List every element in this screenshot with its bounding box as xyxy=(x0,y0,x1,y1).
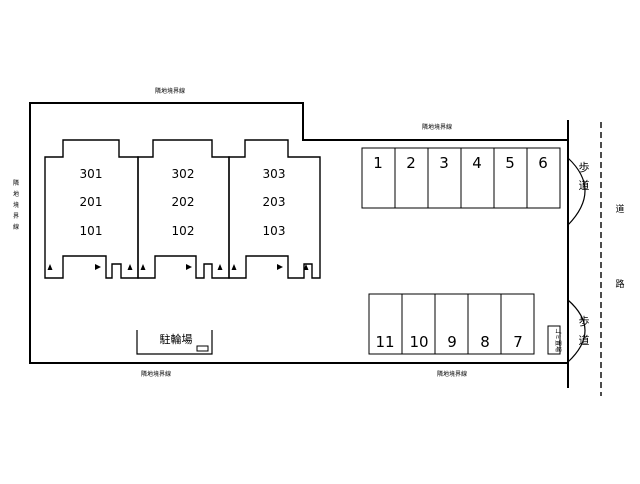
building-2: 302 202 102 xyxy=(137,139,230,279)
svg-text:地: 地 xyxy=(13,190,19,198)
building-1: 301 201 101 xyxy=(44,139,139,279)
svg-text:隣: 隣 xyxy=(13,179,19,187)
parking-number-3: 3 xyxy=(439,154,449,172)
parking-space-6 xyxy=(526,147,561,209)
road-label-2: 路 xyxy=(615,278,624,290)
building-1-arrow-up-right xyxy=(127,264,133,270)
boundary-label-bottom-left: 隣地境界線 xyxy=(141,370,171,378)
parking-space-7 xyxy=(500,293,535,355)
parking-number-10: 10 xyxy=(409,333,428,351)
parking-number-5: 5 xyxy=(505,154,515,172)
garbage-area: ゴミ置場 xyxy=(547,325,562,355)
unit-301: 301 xyxy=(80,167,103,181)
sidewalk-label-lower-1: 歩 xyxy=(579,314,590,328)
bicycle-parking-label: 駐輪場 xyxy=(160,332,193,346)
boundary-label-left: 隣 地 境 界 線 xyxy=(13,179,19,231)
property-boundary xyxy=(29,102,569,364)
sidewalk-label-lower-2: 道 xyxy=(579,333,590,347)
unit-101: 101 xyxy=(80,224,103,238)
garbage-area-box xyxy=(547,325,561,355)
parking-number-11: 11 xyxy=(375,333,394,351)
road: 道 路 xyxy=(600,122,625,396)
unit-303: 303 xyxy=(263,167,286,181)
sidewalk-label-upper-2: 道 xyxy=(579,178,590,192)
parking-number-2: 2 xyxy=(406,154,416,172)
sidewalk-entrance-upper xyxy=(567,157,586,226)
parking-number-9: 9 xyxy=(447,333,457,351)
sidewalk-entrance-lower xyxy=(567,299,586,363)
bicycle-parking-outline xyxy=(136,330,213,355)
building-1-arrow-right xyxy=(95,264,101,270)
building-1-outline xyxy=(44,139,139,279)
bicycle-parking: 駐輪場 xyxy=(136,330,213,355)
sidewalk: 歩 道 歩 道 xyxy=(567,120,590,388)
boundary-label-top-left: 隣地境界線 xyxy=(155,87,185,95)
building-3-outline xyxy=(228,139,321,279)
unit-201: 201 xyxy=(80,195,103,209)
building-2-arrow-up-left xyxy=(140,264,146,270)
boundary-label-bottom-right: 隣地境界線 xyxy=(437,370,467,378)
svg-text:境: 境 xyxy=(13,201,19,209)
parking-number-6: 6 xyxy=(538,154,548,172)
parking-row-top: 1 2 3 4 5 6 xyxy=(361,147,561,209)
building-1-arrow-up-left xyxy=(47,264,53,270)
building-3-arrow-up-right xyxy=(303,264,309,270)
unit-202: 202 xyxy=(172,195,195,209)
sidewalk-label-upper-1: 歩 xyxy=(579,160,590,174)
garbage-area-label: ゴミ置場 xyxy=(554,328,562,352)
unit-102: 102 xyxy=(172,224,195,238)
parking-number-8: 8 xyxy=(480,333,490,351)
building-3: 303 203 103 xyxy=(228,139,321,279)
building-3-arrow-right xyxy=(277,264,283,270)
unit-103: 103 xyxy=(263,224,286,238)
building-2-outline xyxy=(137,139,230,279)
building-3-arrow-up-left xyxy=(231,264,237,270)
boundary-label-top-right: 隣地境界線 xyxy=(422,123,452,131)
parking-number-7: 7 xyxy=(513,333,523,351)
svg-text:線: 線 xyxy=(13,223,19,231)
parking-number-1: 1 xyxy=(373,154,383,172)
building-2-arrow-up-right xyxy=(217,264,223,270)
bicycle-parking-marker xyxy=(196,345,209,352)
unit-203: 203 xyxy=(263,195,286,209)
road-label-1: 道 xyxy=(615,203,624,215)
svg-text:界: 界 xyxy=(13,213,19,220)
unit-302: 302 xyxy=(172,167,195,181)
parking-row-bottom: 11 10 9 8 7 xyxy=(368,293,535,355)
parking-number-4: 4 xyxy=(472,154,482,172)
building-2-arrow-right xyxy=(186,264,192,270)
